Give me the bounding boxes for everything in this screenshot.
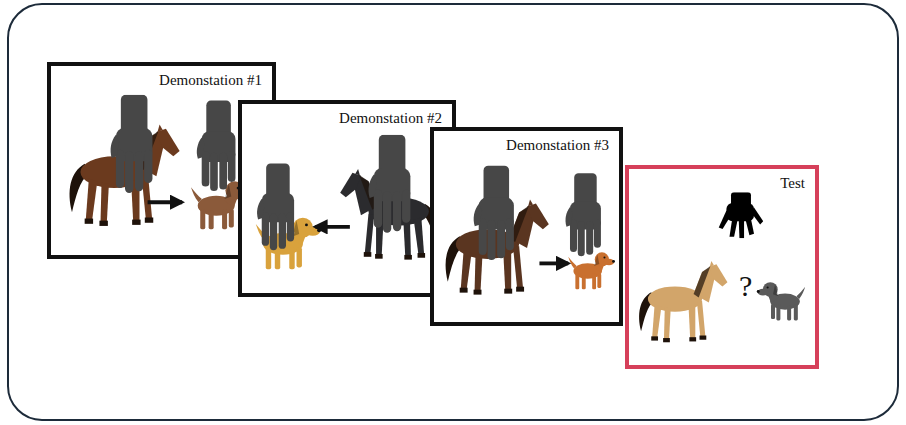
demonstration-illustration [434, 131, 619, 322]
demonstration-illustration [242, 104, 452, 293]
panel-heading: Demonstation #2 [339, 110, 442, 127]
panel-heading: Demonstation #3 [506, 137, 609, 154]
test-illustration [629, 169, 815, 365]
panel-heading: Demonstation #1 [159, 72, 262, 89]
demonstration-panel: Demonstation #3 [430, 127, 623, 326]
test-panel: Test? [625, 165, 819, 369]
question-mark: ? [739, 269, 752, 303]
panel-heading: Test [780, 175, 805, 192]
demonstration-panel: Demonstation #2 [238, 100, 456, 297]
